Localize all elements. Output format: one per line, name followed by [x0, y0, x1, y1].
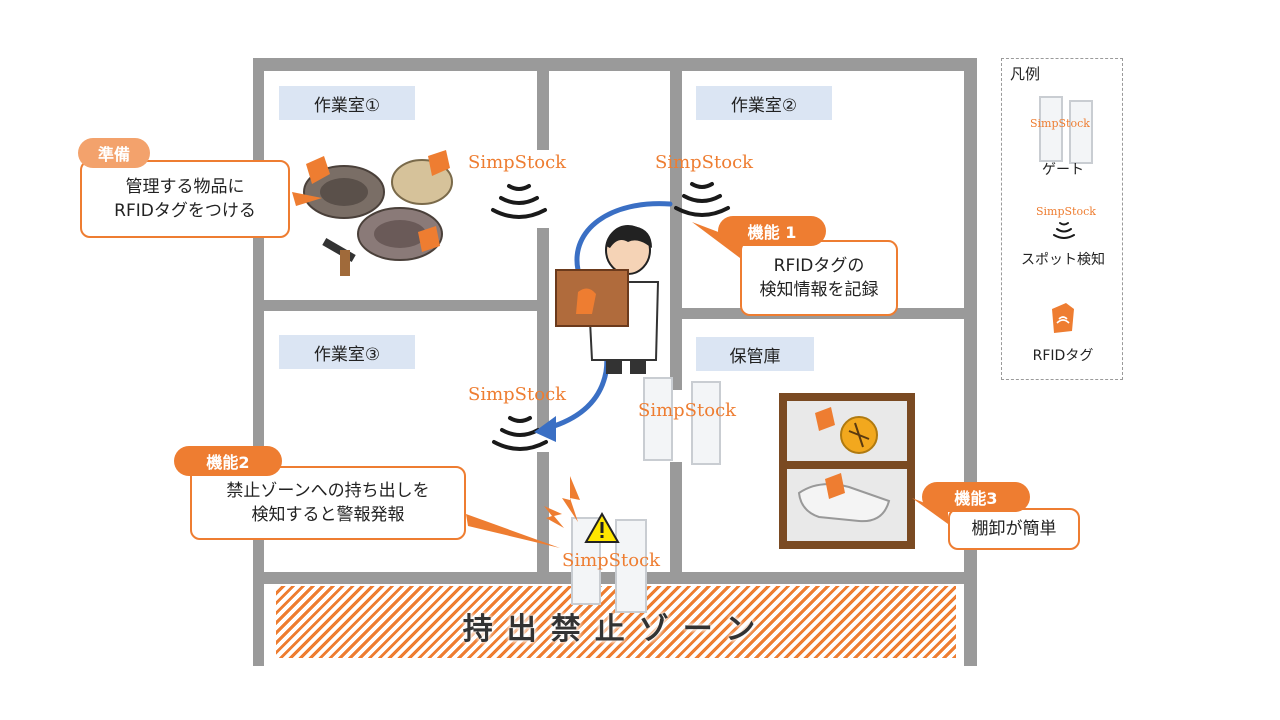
gate-icon	[1039, 96, 1093, 164]
callout-feature2-line-1: 禁止ゾーンへの持ち出しを	[226, 481, 430, 501]
gate-brand-storage: SimpStock	[638, 400, 737, 421]
legend-spot-brand: SimpStock	[1036, 205, 1096, 218]
callout-feature2-badge: 機能2	[174, 446, 282, 476]
room-label-workroom-1: 作業室①	[279, 86, 415, 120]
gate-brand-exit: SimpStock	[562, 550, 661, 571]
callout-feature1-line-2: 検知情報を記録	[759, 280, 879, 300]
room-label-storage: 保管庫	[696, 337, 814, 371]
gate-icon	[643, 377, 721, 465]
spot-detector-brand-3: SimpStock	[468, 384, 567, 405]
callout-feature2-line-2: 検知すると警報発報	[251, 505, 405, 525]
legend-item-gate: ゲート	[1042, 162, 1084, 178]
callout-prep-badge: 準備	[78, 138, 150, 168]
spot-detector-brand-1: SimpStock	[468, 152, 567, 173]
legend-item-spot-detector: スポット検知	[1021, 252, 1105, 268]
callout-feature1-badge: 機能 1	[718, 216, 826, 246]
room-label-workroom-2: 作業室②	[696, 86, 832, 120]
spot-detector-icon	[674, 182, 730, 217]
callout-prep-line-2: RFIDタグをつける	[114, 201, 256, 221]
callout-prep-line-1: 管理する物品に	[125, 177, 245, 197]
rfid-tag-icon	[1052, 303, 1074, 333]
legend-gate-brand: SimpStock	[1030, 117, 1090, 130]
callout-feature3-line-1: 棚卸が簡単	[971, 519, 1057, 539]
legend-item-rfid-tag: RFIDタグ	[1032, 348, 1094, 364]
spot-detector-icon	[1053, 222, 1075, 239]
worker-illustration	[555, 225, 660, 374]
callout-feature1-line-1: RFIDタグの	[773, 256, 865, 276]
callout-feature3: 棚卸が簡単	[948, 508, 1080, 550]
gate-icon	[571, 517, 647, 613]
fossil-items-illustration	[303, 150, 453, 276]
callout-feature2: 禁止ゾーンへの持ち出しを 検知すると警報発報	[190, 466, 466, 540]
spot-detector-icon	[491, 184, 547, 219]
callout-feature3-badge: 機能3	[922, 482, 1030, 512]
storage-shelf-illustration	[779, 393, 915, 549]
callout-feature1: RFIDタグの 検知情報を記録	[740, 240, 898, 316]
prohibited-zone-label: 持出禁止ゾーン	[462, 612, 770, 647]
alarm-icon	[544, 476, 620, 543]
legend-box: 凡例 SimpStock ゲート SimpStock スポット検知 RFIDタグ	[1001, 58, 1123, 380]
callout-prep: 管理する物品に RFIDタグをつける	[80, 160, 290, 238]
legend-title: 凡例	[1010, 65, 1041, 83]
room-label-workroom-3: 作業室③	[279, 335, 415, 369]
spot-detector-brand-2: SimpStock	[655, 152, 754, 173]
